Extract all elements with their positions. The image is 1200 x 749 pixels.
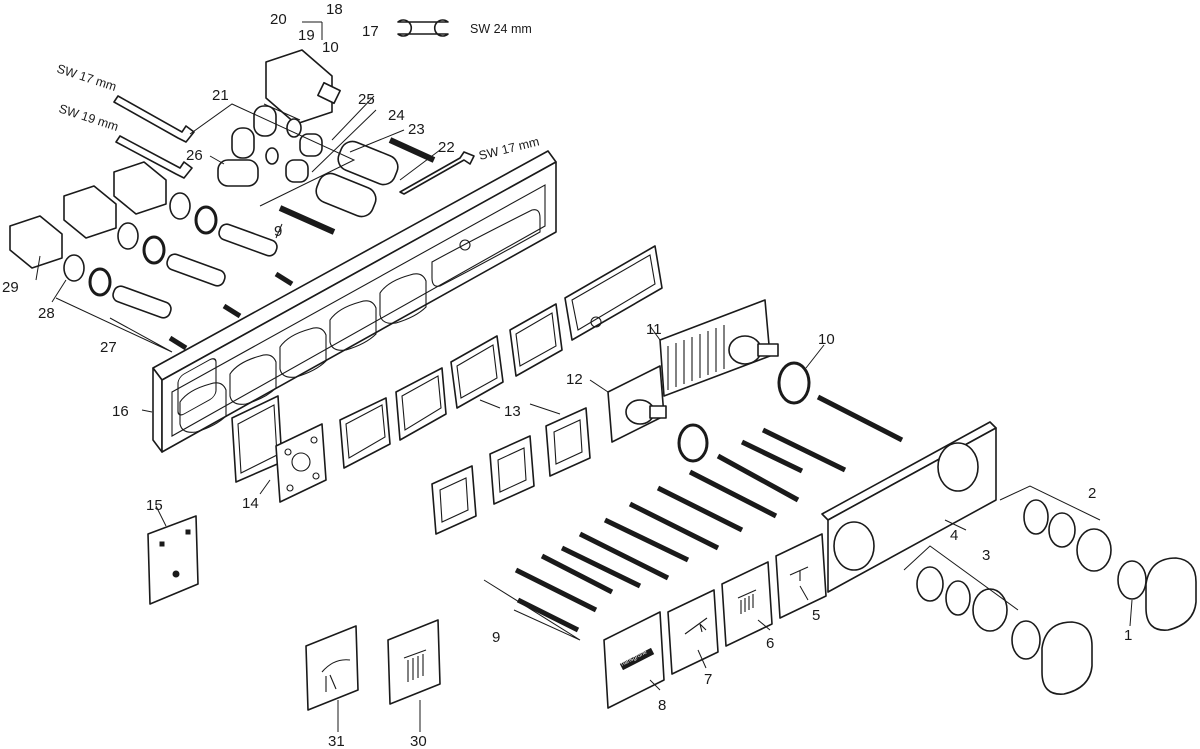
callout-11: 11 <box>646 321 662 338</box>
callout-5: 5 <box>812 607 820 624</box>
callout-27: 27 <box>100 339 117 356</box>
callout-3: 3 <box>982 547 990 564</box>
wrench-icon <box>113 95 195 143</box>
callout-16: 16 <box>112 403 129 420</box>
callout-9b: 9 <box>274 223 282 240</box>
handle-assemblies <box>916 499 1197 695</box>
hand-shower-icon <box>684 617 708 635</box>
callout-21: 21 <box>212 87 229 104</box>
callout-30: 30 <box>410 733 427 749</box>
wrench-icon <box>397 19 449 37</box>
callout-18: 18 <box>326 1 343 18</box>
callout-15: 15 <box>146 497 163 514</box>
callout-7: 7 <box>704 671 712 688</box>
brand-badge <box>619 647 655 671</box>
wrench-icon <box>399 151 475 195</box>
push-buttons <box>603 533 827 709</box>
callout-9a: 9 <box>492 629 500 646</box>
cartridges-and-fittings <box>9 49 436 351</box>
frame-gaskets-row <box>231 245 663 483</box>
callout-28: 28 <box>38 305 55 322</box>
wrench-label-17-left: SW 17 mm <box>55 62 118 94</box>
callout-22: 22 <box>438 139 455 156</box>
callout-29: 29 <box>2 279 19 296</box>
finish-plate <box>821 421 997 593</box>
callout-10a: 10 <box>818 331 835 348</box>
o-ring-small <box>677 423 709 463</box>
callout-1: 1 <box>1124 627 1132 644</box>
callout-31: 31 <box>328 733 345 749</box>
callout-20: 20 <box>270 11 287 28</box>
o-ring-large <box>777 361 811 405</box>
callout-4: 4 <box>950 527 958 544</box>
mounting-frame <box>152 150 557 453</box>
callout-2: 2 <box>1088 485 1096 502</box>
spout-icon <box>789 566 809 581</box>
square-gasket-14 <box>275 423 327 503</box>
wrench-label-17-right: SW 17 mm <box>477 134 540 163</box>
callout-19: 19 <box>298 27 315 44</box>
callout-6: 6 <box>766 635 774 652</box>
wrench-label-24: SW 24 mm <box>470 22 532 36</box>
callout-25: 25 <box>358 91 375 108</box>
button-31 <box>305 625 359 711</box>
callout-24: 24 <box>388 107 405 124</box>
button-30 <box>387 619 441 705</box>
long-screws <box>514 394 904 633</box>
callout-10b: 10 <box>322 39 339 56</box>
callout-17: 17 <box>362 23 379 40</box>
callout-14: 14 <box>242 495 259 512</box>
callout-12: 12 <box>566 371 583 388</box>
callout-23: 23 <box>408 121 425 138</box>
cover-plate-15 <box>147 515 199 605</box>
callout-numbers: 1 2 3 4 5 6 7 8 9 9 10 10 11 12 13 14 15… <box>2 1 1132 749</box>
wrench-icon <box>115 135 193 179</box>
valve-units <box>607 299 779 443</box>
leader-lines <box>35 21 1133 732</box>
overhead-shower-icon <box>737 589 757 614</box>
callout-13: 13 <box>504 403 521 420</box>
wrench-label-19: SW 19 mm <box>57 102 120 134</box>
callout-8: 8 <box>658 697 666 714</box>
mounting-brackets <box>431 407 591 535</box>
callout-26: 26 <box>186 147 203 164</box>
